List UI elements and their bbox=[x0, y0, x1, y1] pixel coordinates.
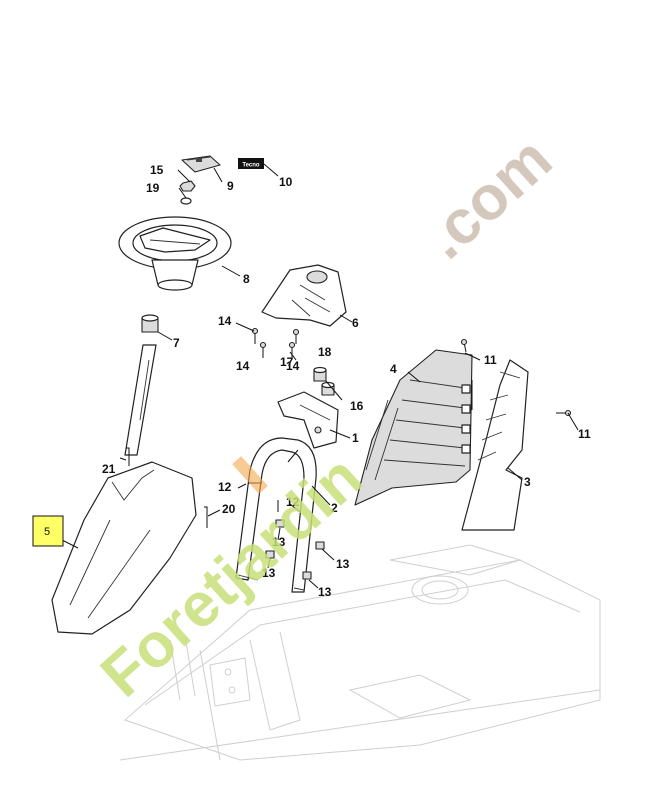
label-13-a: 13 bbox=[272, 535, 286, 549]
shroud-part-4 bbox=[354, 349, 473, 506]
label-16: 16 bbox=[350, 399, 364, 413]
label-9: 9 bbox=[227, 179, 234, 193]
label-6: 6 bbox=[352, 316, 359, 330]
label-11-a: 11 bbox=[484, 353, 497, 367]
label-18: 18 bbox=[318, 345, 332, 359]
screw-part-18 bbox=[292, 328, 300, 344]
front-cover-part-5 bbox=[51, 461, 197, 635]
label-15: 15 bbox=[150, 163, 164, 177]
label-4: 4 bbox=[390, 362, 397, 376]
bracket-part-1 bbox=[277, 391, 339, 449]
watermark-right: .com bbox=[411, 124, 565, 272]
label-7: 7 bbox=[173, 336, 180, 350]
side-panel-part-3 bbox=[461, 359, 529, 531]
label-3: 3 bbox=[524, 475, 531, 489]
label-13-d: 13 bbox=[318, 585, 332, 599]
bolt-part-13-c bbox=[315, 541, 325, 550]
label-12-a: 12 bbox=[218, 480, 232, 494]
label-14-b: 14 bbox=[236, 359, 250, 373]
label-12-b: 12 bbox=[286, 495, 300, 509]
label-14-a: 14 bbox=[218, 314, 232, 328]
screw-part-14-c bbox=[288, 341, 296, 358]
adapter-part-7 bbox=[141, 314, 159, 333]
label-5: 5 bbox=[44, 526, 50, 538]
hub-cap-part-9 bbox=[181, 155, 221, 173]
dash-cover-part-6 bbox=[261, 264, 347, 327]
label-20: 20 bbox=[222, 502, 236, 516]
label-19: 19 bbox=[146, 181, 160, 195]
label-14-c: 14 bbox=[286, 359, 300, 373]
screw-part-14-b bbox=[259, 341, 267, 358]
label-11-b: 11 bbox=[578, 427, 591, 441]
nut-part-15 bbox=[179, 180, 196, 192]
highlight-label-5: 5 bbox=[32, 515, 64, 547]
callout-labels: 1 2 3 4 6 7 8 9 10 11 11 12 12 13 13 13 … bbox=[102, 163, 591, 599]
label-10: 10 bbox=[279, 175, 293, 189]
washer-part-19 bbox=[180, 197, 192, 205]
bolt-part-13-a bbox=[275, 519, 285, 528]
bushing-part-17 bbox=[313, 366, 327, 382]
pin-part-21 bbox=[126, 447, 130, 466]
decal-text: Tecno bbox=[242, 163, 260, 169]
label-21: 21 bbox=[102, 462, 116, 476]
pin-part-20 bbox=[204, 506, 208, 528]
highlight-box bbox=[32, 515, 64, 547]
watermark-accent bbox=[232, 456, 268, 494]
label-8: 8 bbox=[243, 272, 250, 286]
leader-lines bbox=[61, 163, 579, 589]
steering-shaft bbox=[124, 344, 157, 456]
chassis-frame bbox=[119, 544, 601, 761]
label-1: 1 bbox=[352, 431, 359, 445]
screw-part-11-a bbox=[460, 338, 468, 353]
label-17: 17 bbox=[280, 355, 294, 369]
label-13-b: 13 bbox=[262, 566, 276, 580]
steering-wheel-part-8 bbox=[118, 216, 232, 291]
bolt-part-13-d bbox=[302, 571, 312, 580]
label-13-c: 13 bbox=[336, 557, 350, 571]
decal-part-10: Tecno bbox=[238, 158, 264, 169]
label-2: 2 bbox=[331, 501, 338, 515]
screw-part-14-a bbox=[251, 327, 259, 344]
